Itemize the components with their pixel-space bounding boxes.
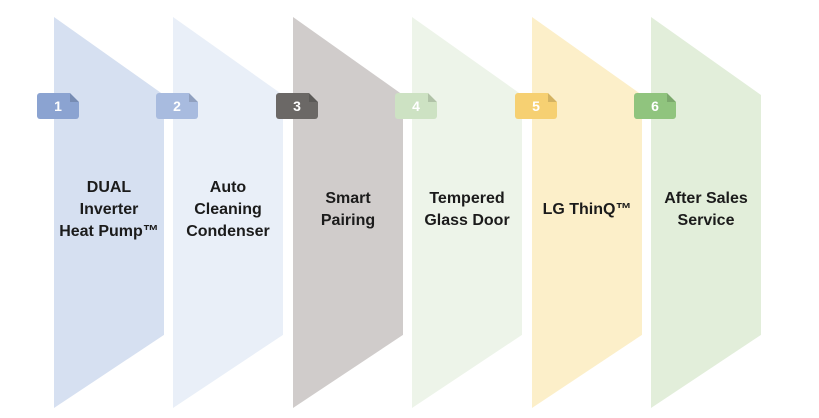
- panel-label-tempered-glass-door: Tempered Glass Door: [424, 190, 510, 229]
- step-badge-2: 2: [156, 93, 198, 119]
- step-number: 3: [293, 98, 301, 114]
- panel-smart-pairing: [293, 17, 403, 408]
- step-number: 1: [54, 98, 62, 114]
- panel-after-sales-service: [651, 17, 761, 408]
- step-badge-1: 1: [37, 93, 79, 119]
- panel-label-lg-thinq: LG ThinQ™: [542, 201, 632, 218]
- panel-label-smart-pairing: Smart Pairing: [320, 190, 376, 229]
- panel-lg-thinq: [532, 17, 642, 408]
- step-badge-4: 4: [395, 93, 437, 119]
- step-badge-3: 3: [276, 93, 318, 119]
- panel-tempered-glass-door: [412, 17, 522, 408]
- step-number: 5: [532, 98, 540, 114]
- panel-auto-cleaning-condenser: [173, 17, 283, 408]
- step-number: 2: [173, 98, 181, 114]
- panel-dual-inverter-heat-pump: [54, 17, 164, 408]
- step-badge-5: 5: [515, 93, 557, 119]
- step-number: 4: [412, 98, 420, 114]
- step-number: 6: [651, 98, 659, 114]
- panel-label-auto-cleaning-condenser: Auto Cleaning Condenser: [186, 179, 270, 240]
- step-badge-6: 6: [634, 93, 676, 119]
- panel-label-dual-inverter-heat-pump: DUAL Inverter Heat Pump™: [59, 179, 159, 240]
- panel-label-after-sales-service: After Sales Service: [664, 190, 748, 229]
